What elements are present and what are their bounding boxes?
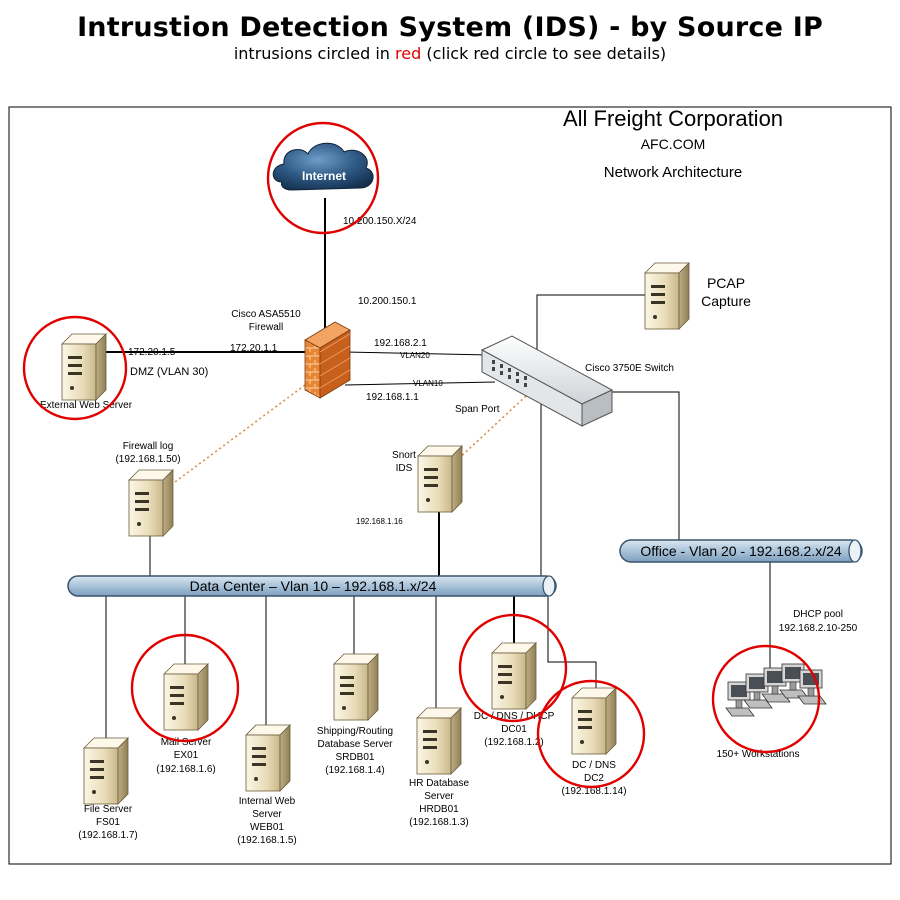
fwlog-label-2: (192.168.1.50): [115, 454, 180, 465]
span-link-snort: [454, 395, 527, 463]
firewall-log-server-icon: [128, 469, 174, 537]
firewall-ext-ip: 10.200.150.1: [358, 296, 417, 307]
intrusion-circles: [22, 121, 821, 789]
dc2-label-2: DC2: [584, 773, 604, 784]
firewall-dmz-ip: 172.20.1.1: [230, 343, 278, 354]
bus-office-label: Office - Vlan 20 - 192.168.2.x/24: [640, 543, 842, 559]
hrdb01-server-icon: [416, 707, 462, 775]
dhcp-label-2: 192.168.2.10-250: [779, 623, 858, 634]
firewall-vlan20-label: VLAN20: [400, 351, 430, 360]
ex01-label-1: Mail Server: [161, 737, 212, 748]
workstations-icon: [725, 663, 827, 717]
switch-icon: [480, 335, 614, 427]
fs01-label-2: FS01: [96, 817, 120, 828]
fs01-server-icon: [83, 737, 129, 805]
external-web-server-icon: [61, 333, 107, 401]
dc2-server-icon: [571, 687, 617, 755]
srdb01-label-4: (192.168.1.4): [325, 765, 385, 776]
pcap-label-2: Capture: [701, 293, 751, 309]
srdb01-label-2: Database Server: [317, 739, 393, 750]
dc2-label-1: DC / DNS: [572, 760, 616, 771]
snort-ids-server-icon: [417, 445, 463, 513]
link-fw-vlan20: [344, 351, 491, 356]
intrusion-circle-external-web-server[interactable]: [22, 315, 128, 421]
link-switch-pcap: [536, 294, 645, 365]
dc01-label-3: (192.168.1.2): [484, 737, 544, 748]
fwlog-label-1: Firewall log: [123, 441, 174, 452]
web01-label-1: Internal Web: [239, 796, 296, 807]
internet-cloud-icon: Internet: [272, 142, 374, 191]
dmz-label: DMZ (VLAN 30): [130, 366, 208, 378]
firewall-icon: [304, 321, 351, 399]
dc01-label-1: DC / DNS / DHCP: [474, 711, 555, 722]
dc2-label-3: (192.168.1.14): [561, 786, 626, 797]
snort-label-2: IDS: [396, 463, 413, 474]
web01-label-3: WEB01: [250, 822, 284, 833]
dc01-label-2: DC01: [501, 724, 527, 735]
internet-label: Internet: [302, 169, 346, 183]
span-links: [174, 384, 527, 483]
srdb01-label-1: Shipping/Routing: [317, 726, 393, 737]
web01-label-2: Server: [252, 809, 282, 820]
web01-server-icon: [245, 724, 291, 792]
hrdb01-label-4: (192.168.1.3): [409, 817, 469, 828]
workstation-unit: [743, 673, 773, 709]
page-title: Intrustion Detection System (IDS) - by S…: [77, 12, 823, 43]
intrusion-circle-internet[interactable]: [266, 121, 380, 235]
company-domain: AFC.COM: [641, 136, 706, 152]
ex01-label-3: (192.168.1.6): [156, 764, 216, 775]
link-switch-office: [612, 391, 680, 540]
company-name: All Freight Corporation: [563, 106, 783, 131]
hrdb01-label-3: HRDB01: [419, 804, 459, 815]
firewall-name-1: Cisco ASA5510: [231, 309, 301, 320]
server-labels: File Server FS01 (192.168.1.7) Mail Serv…: [78, 711, 626, 846]
intrusion-circle-workstations[interactable]: [711, 644, 821, 754]
bus-datacenter-label: Data Center – Vlan 10 – 192.168.1.x/24: [190, 578, 437, 594]
firewall-vlan10-ip: 192.168.1.1: [366, 392, 419, 403]
snort-label-1: Snort: [392, 450, 416, 461]
dmz-server-ip: 172.20.1.5: [128, 347, 176, 358]
span-port-label: Span Port: [455, 404, 500, 415]
pcap-label-1: PCAP: [707, 275, 745, 291]
bus-office: Office - Vlan 20 - 192.168.2.x/24: [619, 539, 863, 563]
intrusion-circle-dc2[interactable]: [536, 679, 646, 789]
intrusion-circle-dc01[interactable]: [458, 613, 568, 723]
firewall-vlan10-label: VLAN10: [413, 379, 443, 388]
intrusion-circle-ex01[interactable]: [130, 633, 240, 743]
diagram-caption: Network Architecture: [604, 164, 742, 181]
bus-datacenter: Data Center – Vlan 10 – 192.168.1.x/24: [67, 575, 557, 597]
subtitle-red-word: red: [395, 44, 422, 63]
workstation-unit: [725, 681, 755, 717]
workstations-label: 150+ Workstations: [717, 749, 800, 760]
internet-subnet: 10.200.150.X/24: [343, 216, 417, 227]
switch-name: Cisco 3750E Switch: [585, 363, 674, 374]
firewall-name-2: Firewall: [249, 322, 283, 333]
srdb01-label-3: SRDB01: [336, 752, 375, 763]
ex01-server-icon: [163, 663, 209, 731]
srdb01-server-icon: [333, 653, 379, 721]
dhcp-label-1: DHCP pool: [793, 609, 843, 620]
fs01-label-1: File Server: [84, 804, 133, 815]
dc01-server-icon: [491, 642, 537, 710]
connections: [105, 198, 771, 740]
snort-ip: 192.168.1.16: [356, 517, 403, 526]
web01-label-4: (192.168.1.5): [237, 835, 297, 846]
fs01-label-3: (192.168.1.7): [78, 830, 138, 841]
subtitle-suffix: (click red circle to see details): [421, 44, 667, 63]
link-fw-vlan10: [344, 381, 496, 386]
page-subtitle: intrusions circled in red (click red cir…: [0, 44, 900, 63]
subtitle-prefix: intrusions circled in: [233, 44, 396, 63]
span-link-fwlog: [174, 384, 306, 483]
ex01-label-2: EX01: [174, 750, 199, 761]
pcap-server-icon: [644, 262, 690, 330]
hrdb01-label-2: Server: [424, 791, 454, 802]
hrdb01-label-1: HR Database: [409, 778, 469, 789]
firewall-vlan20-ip: 192.168.2.1: [374, 338, 427, 349]
dmz-server-name: External Web Server: [40, 400, 133, 411]
server-icons: [61, 262, 690, 805]
